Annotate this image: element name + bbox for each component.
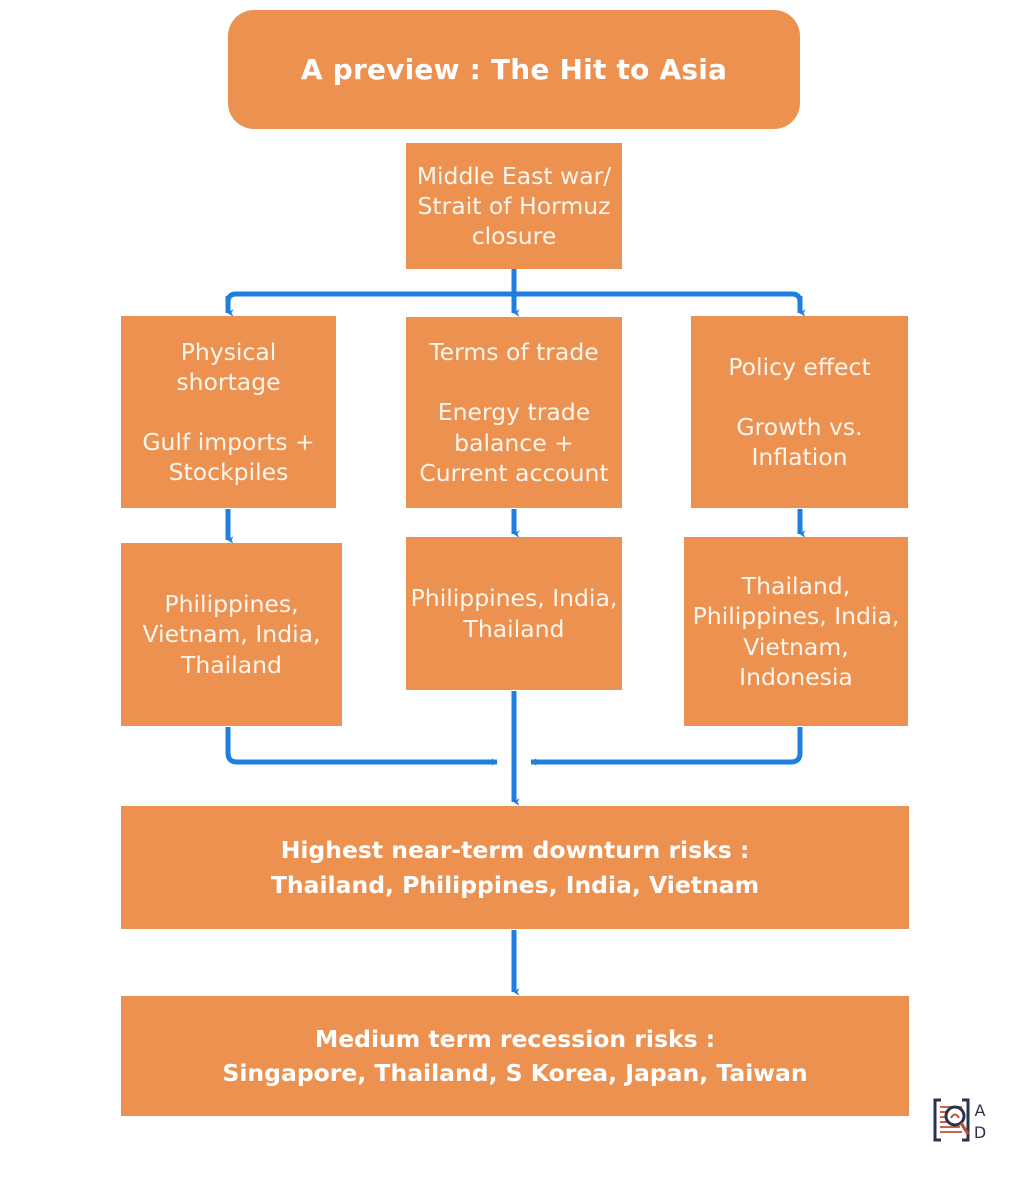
summary-bar-near-term: Highest near-term downturn risks : Thail… xyxy=(121,806,909,929)
driver-detail-line-1: Energy trade xyxy=(437,398,591,427)
summary-bar-medium-term: Medium term recession risks : Singapore,… xyxy=(121,996,909,1116)
bracket-left-icon xyxy=(933,1098,941,1142)
trigger-line-3: closure xyxy=(471,222,557,251)
logo-letter-top: A xyxy=(975,1101,986,1120)
connector-merge-left xyxy=(225,727,498,766)
driver-detail-line-3: Current account xyxy=(419,458,609,487)
affected-line-1: Thailand, xyxy=(741,572,851,601)
trigger-node: Middle East war/ Strait of Hormuz closur… xyxy=(406,143,622,269)
chart-title: A preview : The Hit to Asia xyxy=(228,10,800,129)
affected-countries-terms-of-trade: Philippines, India, Thailand xyxy=(406,537,622,690)
driver-heading-line-1: Terms of trade xyxy=(429,338,599,367)
affected-countries-policy-effect: Thailand, Philippines, India, Vietnam, I… xyxy=(684,537,908,726)
driver-detail-line-2: balance + xyxy=(454,428,574,457)
logo-letter-bottom: D xyxy=(974,1123,986,1142)
summary-countries: Thailand, Philippines, India, Vietnam xyxy=(270,870,760,899)
driver-heading-line-1: Policy effect xyxy=(728,352,871,381)
driver-heading-line-1: Physical xyxy=(180,337,277,366)
summary-label: Highest near-term downturn risks : xyxy=(280,836,750,865)
summary-countries: Singapore, Thailand, S Korea, Japan, Tai… xyxy=(222,1059,808,1087)
driver-detail-line-1: Growth vs. xyxy=(736,412,863,441)
summary-label: Medium term recession risks : xyxy=(314,1024,716,1053)
driver-detail-line-2: Stockpiles xyxy=(168,458,289,487)
affected-line-4: Indonesia xyxy=(739,662,853,691)
trigger-line-2: Strait of Hormuz xyxy=(417,191,611,220)
trigger-line-1: Middle East war/ xyxy=(416,161,612,190)
driver-node-terms-of-trade: Terms of trade Energy trade balance + Cu… xyxy=(406,317,622,508)
affected-line-3: Thailand xyxy=(181,650,282,679)
magnifier-mark-icon xyxy=(950,1113,960,1119)
affected-line-2: Philippines, India, xyxy=(692,602,900,631)
bracket-right-icon xyxy=(962,1098,970,1142)
affected-line-2: Thailand xyxy=(463,614,565,643)
chart-title-text: A preview : The Hit to Asia xyxy=(300,52,728,86)
affected-line-3: Vietnam, xyxy=(743,632,849,661)
driver-detail-line-1: Gulf imports + xyxy=(142,428,315,456)
magnifier-handle-icon xyxy=(959,1122,970,1135)
affected-countries-physical-shortage: Philippines, Vietnam, India, Thailand xyxy=(121,543,342,726)
driver-node-physical-shortage: Physical shortage Gulf imports + Stockpi… xyxy=(121,316,336,508)
driver-heading-line-2: shortage xyxy=(176,367,281,396)
brand-logo: A D xyxy=(933,1098,986,1142)
affected-line-1: Philippines, xyxy=(164,590,299,619)
driver-node-policy-effect: Policy effect Growth vs. Inflation xyxy=(691,316,908,508)
affected-line-2: Vietnam, India, xyxy=(142,620,321,649)
driver-detail-line-2: Inflation xyxy=(751,443,848,472)
magnifier-lens-icon xyxy=(944,1105,966,1127)
connector-merge-right xyxy=(530,727,803,766)
affected-line-1: Philippines, India, xyxy=(410,584,618,613)
